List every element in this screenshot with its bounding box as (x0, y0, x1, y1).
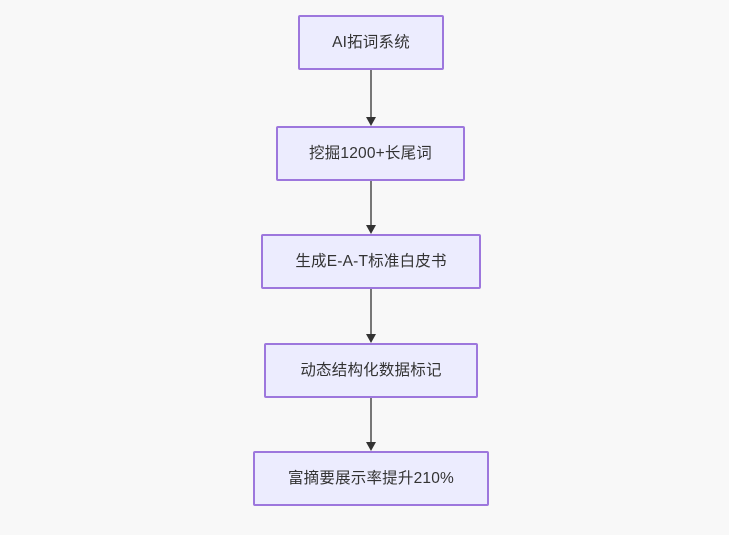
flowchart-node-dynamic-structured-data-markup[interactable]: 动态结构化数据标记 (264, 343, 478, 398)
edge-line (370, 70, 372, 117)
node-label: 动态结构化数据标记 (300, 361, 442, 379)
flowchart-node-rich-snippet-impression-lift[interactable]: 富摘要展示率提升210% (253, 451, 489, 506)
flowchart-node-mine-longtail-keywords[interactable]: 挖掘1200+长尾词 (276, 126, 465, 181)
node-label: AI拓词系统 (332, 33, 410, 51)
node-label: 富摘要展示率提升210% (287, 469, 455, 487)
flowchart-node-generate-eat-whitepaper[interactable]: 生成E-A-T标准白皮书 (261, 234, 481, 289)
arrow-down-icon (366, 225, 376, 234)
node-label: 挖掘1200+长尾词 (308, 144, 433, 162)
flowchart-node-ai-keyword-system[interactable]: AI拓词系统 (298, 15, 444, 70)
edge-line (370, 289, 372, 334)
edge-line (370, 398, 372, 442)
arrow-down-icon (366, 117, 376, 126)
arrow-down-icon (366, 334, 376, 343)
node-label: 生成E-A-T标准白皮书 (295, 252, 447, 270)
edge-line (370, 181, 372, 225)
arrow-down-icon (366, 442, 376, 451)
